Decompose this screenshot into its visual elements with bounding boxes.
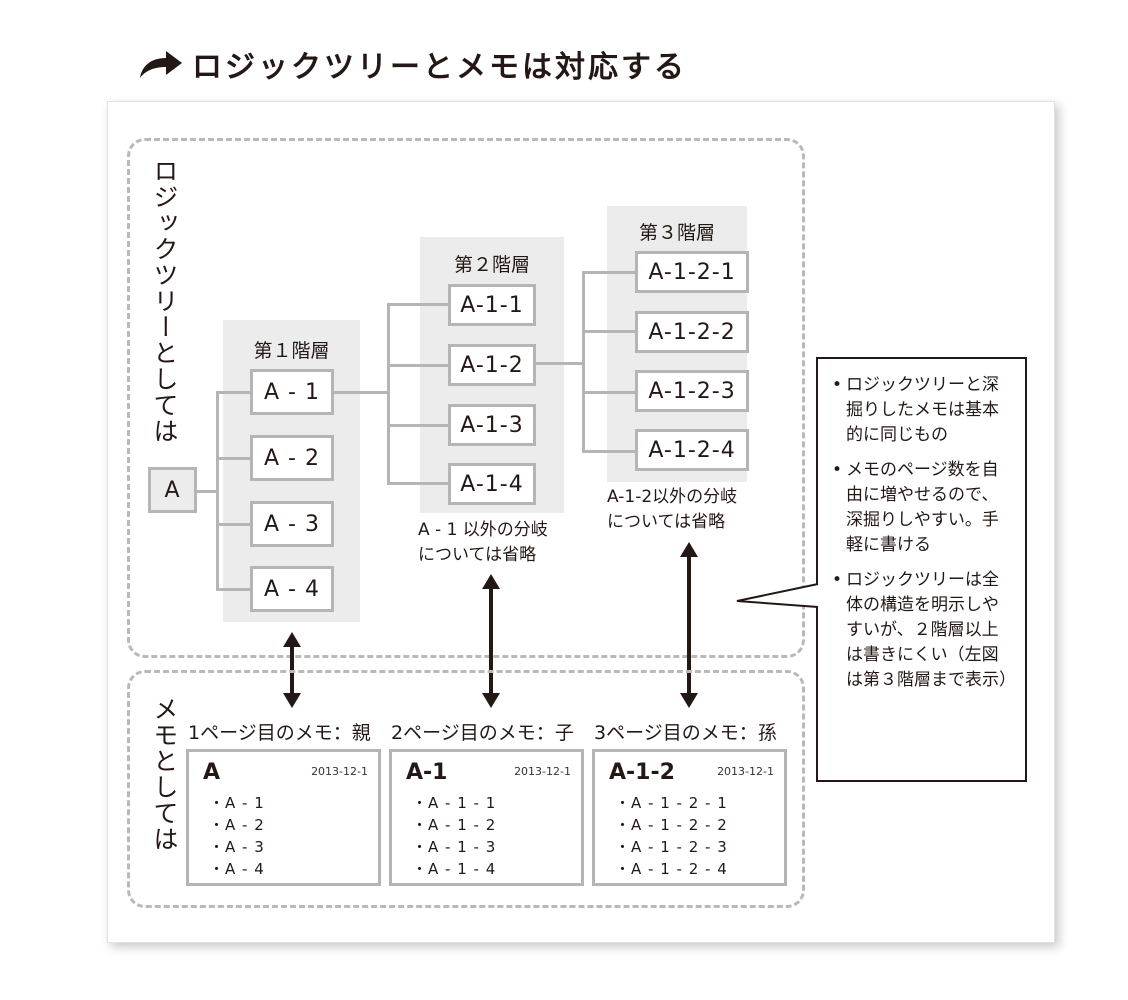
memo-heading: A-1-2	[609, 760, 675, 785]
tree-node-layer-1: A - 2	[250, 435, 334, 481]
tree-node-root: A	[148, 467, 197, 513]
diagram-title: ロジックツリーとメモは対応する	[192, 50, 687, 85]
memo-title: 3ページ目のメモ：孫	[594, 722, 777, 744]
memo-list-item: ・A - 1 - 2 - 1	[615, 794, 728, 812]
tree-node-layer-2: A-1-2	[448, 344, 536, 386]
memo-list: ・A - 1 - 2 - 1 ・A - 1 - 2 - 2 ・A - 1 - 2…	[615, 792, 728, 880]
callout-pointer	[736, 583, 819, 608]
tree-node-layer-3: A-1-2-3	[635, 370, 749, 412]
layer-3-title: 第３階層	[638, 222, 715, 244]
tree-node-layer-2: A-1-3	[448, 404, 536, 446]
memo-list: ・A - 1 - 1 ・A - 1 - 2 ・A - 1 - 3 ・A - 1 …	[412, 792, 496, 880]
bullet-icon: •	[832, 570, 843, 590]
diagram-heading: ロジックツリーとメモは対応する	[138, 42, 687, 86]
connector-line	[216, 457, 251, 460]
memo-heading: A-1	[406, 760, 448, 785]
memo-list-item: ・A - 1 - 2 - 4	[615, 860, 728, 878]
memo-label: メモとしては	[150, 696, 179, 852]
callout-text: メモのページ数を自由に増やせるので、深掘りしやすい。手軽に書ける	[846, 460, 999, 555]
layer-3-note: A-1-2以外の分岐 については省略	[607, 487, 738, 532]
tree-node-layer-2: A-1-4	[448, 463, 536, 505]
callout-box: • ロジックツリーと深掘りしたメモは基本的に同じもの • メモのページ数を自由に…	[816, 357, 1027, 782]
connector-line	[535, 362, 585, 365]
connector-line	[582, 391, 637, 394]
memo-title: 2ページ目のメモ：子	[391, 722, 574, 744]
connector-line	[216, 523, 251, 526]
connector-line	[582, 330, 637, 333]
callout-text: ロジックツリーと深掘りしたメモは基本的に同じもの	[846, 375, 999, 445]
connector-line	[387, 364, 449, 367]
double-arrow-icon	[680, 542, 698, 708]
connector-line	[582, 450, 637, 453]
memo-list-item: ・A - 1 - 3	[412, 838, 497, 856]
logic-tree-region	[127, 138, 805, 658]
memo-list-item: ・A - 2	[209, 816, 265, 834]
memo-list-item: ・A - 1 - 2 - 3	[615, 838, 728, 856]
connector-line	[387, 424, 449, 427]
layer-1-title: 第１階層	[253, 340, 330, 362]
memo-list-item: ・A - 1 - 2 - 2	[615, 816, 728, 834]
memo-heading: A	[203, 760, 221, 785]
callout-text: ロジックツリーは全体の構造を明示しやすいが、２階層以上は書きにくい（左図は第３階…	[846, 570, 1016, 690]
connector-line	[216, 588, 251, 591]
memo-card: A 2013-12-1 ・A - 1 ・A - 2 ・A - 3 ・A - 4	[186, 749, 381, 886]
memo-date: 2013-12-1	[717, 765, 774, 778]
memo-list-item: ・A - 1 - 1	[412, 794, 497, 812]
callout-item: • ロジックツリーは全体の構造を明示しやすいが、２階層以上は書きにくい（左図は第…	[832, 568, 1016, 693]
layer-2-note: A - 1 以外の分岐 については省略	[418, 520, 548, 565]
connector-line	[333, 391, 389, 394]
tree-node-layer-3: A-1-2-1	[635, 251, 749, 293]
connector-line	[387, 482, 449, 485]
tree-node-layer-1: A - 4	[250, 566, 334, 612]
memo-list-item: ・A - 4	[209, 860, 265, 878]
callout-item: • ロジックツリーと深掘りしたメモは基本的に同じもの	[832, 373, 1015, 448]
memo-list-item: ・A - 1 - 2	[412, 816, 497, 834]
memo-date: 2013-12-1	[514, 765, 571, 778]
connector-line	[582, 271, 585, 452]
memo-list: ・A - 1 ・A - 2 ・A - 3 ・A - 4	[209, 792, 265, 880]
memo-card: A-1-2 2013-12-1 ・A - 1 - 2 - 1 ・A - 1 - …	[592, 749, 787, 886]
memo-card: A-1 2013-12-1 ・A - 1 - 1 ・A - 1 - 2 ・A -…	[389, 749, 584, 886]
curved-arrow-icon	[140, 51, 182, 78]
double-arrow-icon	[482, 574, 500, 708]
memo-title: 1ページ目のメモ：親	[188, 722, 371, 744]
tree-node-layer-2: A-1-1	[448, 284, 536, 326]
tree-node-layer-3: A-1-2-2	[635, 311, 749, 353]
connector-line	[196, 490, 218, 493]
memo-date: 2013-12-1	[311, 765, 368, 778]
memo-region	[127, 670, 805, 908]
logic-tree-label: ロジックツリーとしては	[150, 158, 179, 444]
memo-list-item: ・A - 3	[209, 838, 265, 856]
callout-item: • メモのページ数を自由に増やせるので、深掘りしやすい。手軽に書ける	[832, 458, 1015, 558]
bullet-icon: •	[832, 375, 843, 395]
tree-node-layer-3: A-1-2-4	[635, 429, 749, 471]
tree-node-layer-1: A - 1	[250, 369, 334, 415]
connector-line	[216, 391, 219, 590]
tree-node-layer-1: A - 3	[250, 501, 334, 547]
connector-line	[582, 271, 637, 274]
connector-line	[216, 391, 251, 394]
layer-2-title: 第２階層	[453, 254, 530, 276]
connector-line	[387, 303, 390, 484]
connector-line	[387, 303, 449, 306]
bullet-icon: •	[832, 460, 843, 480]
memo-list-item: ・A - 1	[209, 794, 265, 812]
memo-list-item: ・A - 1 - 4	[412, 860, 497, 878]
